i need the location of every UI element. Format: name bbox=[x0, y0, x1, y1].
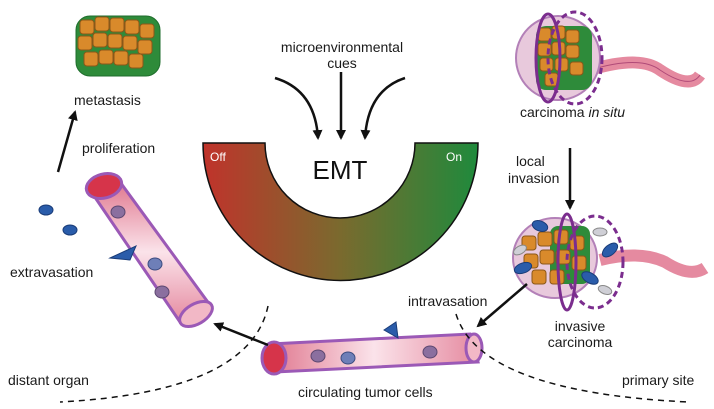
carcinoma-in-situ-italic: in situ bbox=[588, 104, 626, 120]
label-carcinoma-in-situ: carcinoma in situ bbox=[520, 104, 625, 120]
cue-arrow-right bbox=[360, 76, 406, 140]
label-invasive: invasive bbox=[554, 318, 606, 334]
label-carcinoma: carcinoma bbox=[547, 334, 613, 350]
carcinoma-in-situ-prefix: carcinoma bbox=[520, 104, 585, 120]
gauge-off-label: Off bbox=[210, 150, 226, 164]
arrow-to-vessel bbox=[213, 322, 269, 347]
label-circulating-tumor-cells: circulating tumor cells bbox=[298, 384, 433, 400]
label-emt: EMT bbox=[312, 155, 368, 185]
boundary-primary-site bbox=[455, 313, 689, 403]
label-cues: cues bbox=[327, 55, 357, 71]
carcinoma-in-situ bbox=[515, 10, 705, 106]
label-primary-site: primary site bbox=[622, 372, 695, 388]
arrow-intravasation bbox=[476, 283, 528, 328]
vessel-circulating bbox=[260, 321, 484, 376]
label-proliferation: proliferation bbox=[82, 140, 156, 156]
cue-arrow-left bbox=[274, 76, 323, 140]
vessel-extravasation bbox=[84, 172, 214, 328]
extravasating-cells bbox=[38, 204, 137, 261]
label-metastasis: metastasis bbox=[74, 92, 141, 108]
invasive-carcinoma bbox=[512, 212, 709, 312]
gauge-on-label: On bbox=[446, 150, 463, 164]
boundary-distant-organ bbox=[59, 305, 269, 403]
label-intravasation: intravasation bbox=[408, 293, 488, 309]
arrow-proliferation bbox=[56, 110, 78, 173]
label-extravasation: extravasation bbox=[10, 264, 94, 280]
label-distant-organ: distant organ bbox=[8, 372, 89, 388]
emt-gauge bbox=[202, 142, 479, 282]
label-invasion: invasion bbox=[508, 170, 560, 186]
label-microenvironmental: microenvironmental bbox=[280, 39, 404, 55]
metastasis-cluster bbox=[75, 15, 161, 77]
label-local: local bbox=[516, 153, 545, 169]
